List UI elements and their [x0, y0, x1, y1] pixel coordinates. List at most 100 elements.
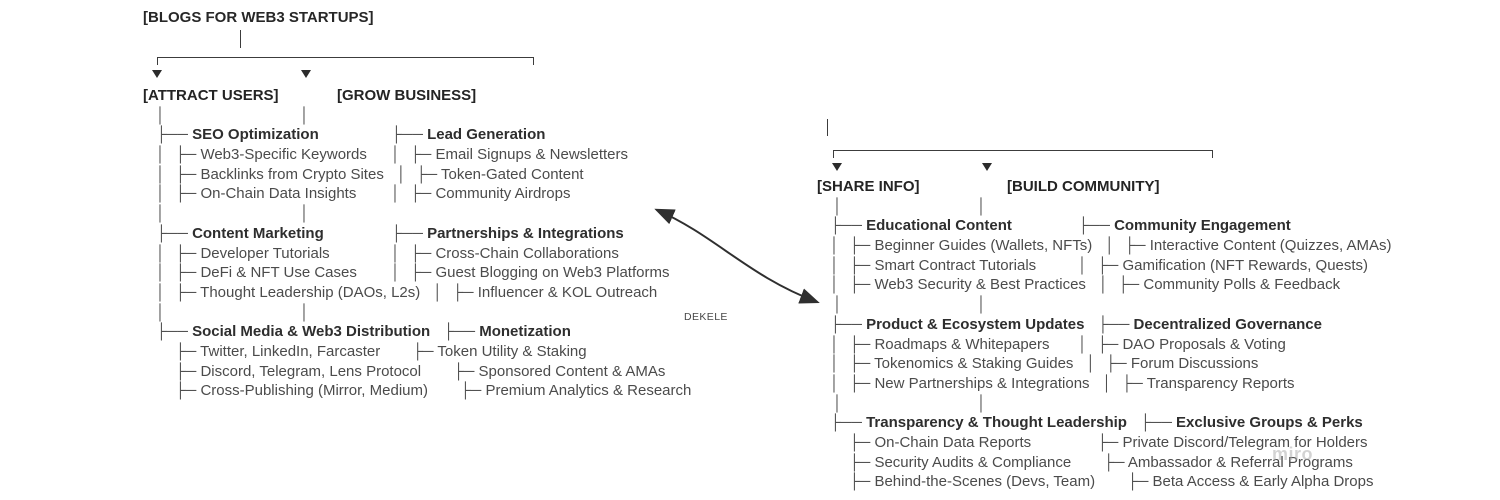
item-label: Beta Access & Early Alpha Drops [1152, 473, 1374, 491]
branch-connector: ├── [1078, 217, 1115, 235]
tree-pipe: │ [833, 197, 843, 215]
down-arrow-icon [982, 163, 992, 171]
branch-connector: ├─ [175, 264, 201, 282]
item-label: DeFi & NFT Use Cases [200, 264, 357, 282]
branch-connector: ├─ [452, 283, 478, 301]
tree-row: ││ [143, 106, 823, 126]
tree-row: ├─ Behind-the-Scenes (Devs, Team)├─ Beta… [817, 472, 1500, 492]
branch-connector: ├─ [1097, 256, 1123, 274]
tree-pipe: │ [391, 146, 401, 164]
section-title: Product & Ecosystem Updates [866, 315, 1085, 333]
branch-connector: ├─ [175, 342, 201, 360]
section-cell: ├── SEO Optimization [143, 125, 378, 145]
section-title: Content Marketing [192, 224, 324, 242]
right-map-root-connector-line [827, 119, 828, 136]
branch-connector: ├─ [412, 342, 438, 360]
tree-pipe: │ [1078, 256, 1088, 274]
branch-connector: ├─ [410, 244, 436, 262]
item-label: Thought Leadership (DAOs, L2s) [200, 283, 421, 301]
item-cell: │ ├─ Gamification (NFT Rewards, Quests) [1065, 256, 1368, 276]
tree-row: ││ [817, 295, 1500, 315]
tree-pipe: │ [1078, 335, 1088, 353]
branch-connector: ├─ [1103, 453, 1128, 471]
branch-connector: ├── [443, 323, 480, 341]
branch-heading[interactable]: [ATTRACT USERS] [143, 87, 279, 104]
curved-double-arrow-connector[interactable] [645, 193, 835, 318]
branch-connector: ├── [156, 224, 193, 242]
section-title: Transparency & Thought Leadership [866, 414, 1127, 432]
section-cell: ├── Monetization [430, 322, 571, 342]
item-cell: ├─ Security Audits & Compliance [817, 453, 1071, 473]
branch-connector: ├─ [1105, 355, 1131, 373]
item-label: Gamification (NFT Rewards, Quests) [1122, 256, 1369, 274]
tree-pipe: │ [833, 296, 843, 314]
left-mind-map-tree[interactable]: [ATTRACT USERS][GROW BUSINESS]││├── SEO … [143, 86, 823, 401]
item-label: Security Audits & Compliance [874, 453, 1072, 471]
tree-pipe: │ [156, 106, 166, 124]
branch-connector: ├─ [849, 473, 875, 491]
branch-connector: ├── [830, 217, 867, 235]
item-label: Roadmaps & Whitepapers [874, 335, 1050, 353]
tree-row: ││ [143, 204, 823, 224]
left-map-title[interactable]: [BLOGS FOR WEB3 STARTUPS] [143, 9, 374, 26]
item-cell: │├─ Token-Gated Content [384, 165, 584, 185]
item-label: Community Airdrops [435, 185, 571, 203]
item-cell: │├─ Tokenomics & Staking Guides [817, 354, 1073, 374]
item-label: Backlinks from Crypto Sites [200, 165, 384, 183]
right-mind-map-tree[interactable]: [SHARE INFO][BUILD COMMUNITY]││├── Educa… [817, 177, 1500, 492]
tree-pipe: │ [830, 335, 840, 353]
tree-pipe: │ [391, 264, 401, 282]
branch-connector: ├─ [1124, 237, 1150, 255]
tree-row: │├─ Smart Contract Tutorials│├─ Gamifica… [817, 256, 1500, 276]
connector-curve [654, 208, 820, 304]
section-cell: ├── Exclusive Groups & Perks [1127, 413, 1363, 433]
tree-row: │├─ On-Chain Data Insights│├─ Community … [143, 184, 823, 204]
section-cell: ├── Transparency & Thought Leadership [817, 413, 1127, 433]
item-label: Behind-the-Scenes (Devs, Team) [874, 473, 1096, 491]
item-label: Influencer & KOL Outreach [477, 283, 658, 301]
branch-connector: ├─ [1097, 335, 1123, 353]
item-cell: │├─ Interactive Content (Quizzes, AMAs) [1092, 236, 1391, 256]
item-label: DAO Proposals & Voting [1122, 335, 1286, 353]
down-arrow-icon [301, 70, 311, 78]
connector-label[interactable]: DEKELE [684, 311, 728, 323]
tree-row: ├── SEO Optimization├── Lead Generation [143, 125, 823, 145]
branch-connector: ├─ [849, 355, 875, 373]
tree-pipe: │ [1098, 276, 1109, 294]
section-title: SEO Optimization [192, 126, 319, 144]
tree-row: ├── Educational Content├── Community Eng… [817, 216, 1500, 236]
branch-connector: ├─ [849, 335, 875, 353]
item-cell: ├─ Behind-the-Scenes (Devs, Team) [817, 472, 1095, 492]
tree-row: │├─ Developer Tutorials│├─ Cross-Chain C… [143, 244, 823, 264]
tree-pipe: │ [300, 205, 310, 223]
tree-pipe: │ [977, 296, 987, 314]
branch-heading[interactable]: [GROW BUSINESS] [337, 87, 477, 104]
tree-pipe: │ [156, 283, 166, 301]
branch-connector: ├─ [849, 433, 875, 451]
item-label: Community Polls & Feedback [1143, 276, 1341, 294]
item-cell: ├─ On-Chain Data Reports [817, 433, 1065, 453]
branch-connector: ├─ [410, 146, 436, 164]
item-cell: │├─ Forum Discussions [1073, 354, 1258, 374]
item-cell: ├─ Sponsored Content & AMAs [421, 362, 665, 382]
tree-row: [SHARE INFO] [BUILD COMMUNITY] [817, 177, 1500, 197]
tree-pipe: │ [830, 256, 840, 274]
item-cell: │├─ Email Signups & Newsletters [378, 145, 628, 165]
tree-row: ││ [817, 197, 1500, 217]
item-label: Interactive Content (Quizzes, AMAs) [1149, 237, 1392, 255]
item-cell: │├─ Web3-Specific Keywords [143, 145, 378, 165]
branch-connector: ├── [391, 224, 428, 242]
section-title: Lead Generation [427, 126, 546, 144]
branch-heading[interactable]: [BUILD COMMUNITY] [1007, 178, 1160, 195]
section-title: Social Media & Web3 Distribution [192, 323, 431, 341]
section-cell: ├── Content Marketing [143, 224, 378, 244]
section-title: Exclusive Groups & Perks [1176, 414, 1363, 432]
item-label: Ambassador & Referral Programs [1127, 453, 1353, 471]
tree-pipe: │ [396, 165, 407, 183]
branch-connector: ├─ [849, 256, 875, 274]
branch-heading[interactable]: [SHARE INFO] [817, 178, 920, 195]
branch-connector: ├── [1139, 414, 1177, 432]
item-cell: ├─ Token Utility & Staking [380, 342, 586, 362]
branch-connector: ├─ [1121, 374, 1147, 392]
section-cell: ├── Social Media & Web3 Distribution [143, 322, 430, 342]
